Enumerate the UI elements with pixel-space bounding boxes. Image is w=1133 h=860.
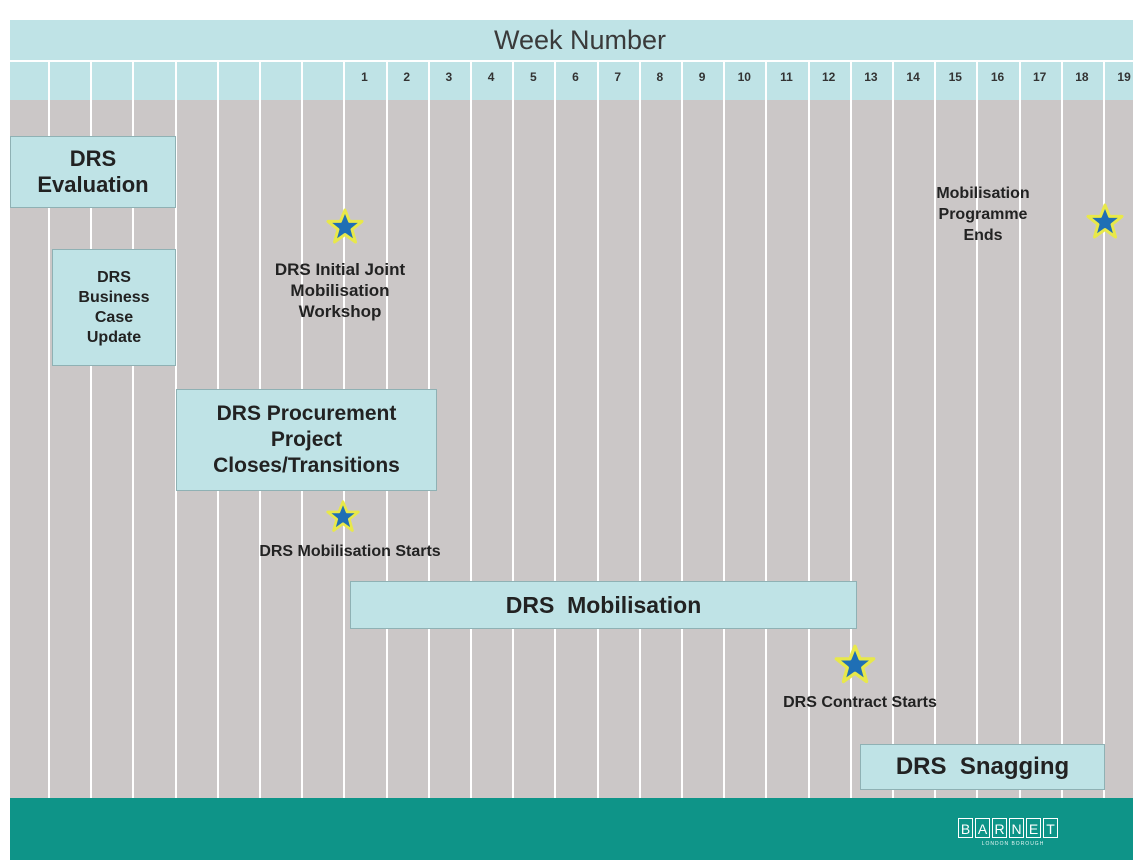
week-number-label: 18 xyxy=(1075,70,1089,84)
week-number-label: 15 xyxy=(948,70,962,84)
task-drs-procurement: DRS Procurement Project Closes/Transitio… xyxy=(176,389,437,491)
logo-letter: B xyxy=(958,818,973,838)
week-number-label: 8 xyxy=(656,70,664,84)
week-number-label: 2 xyxy=(403,70,411,84)
grid-line xyxy=(1103,62,1105,798)
week-number-label: 6 xyxy=(572,70,579,84)
task-drs-snagging: DRS Snagging xyxy=(860,744,1105,790)
task-drs-mobilisation: DRS Mobilisation xyxy=(350,581,857,629)
task-drs-evaluation: DRS Evaluation xyxy=(10,136,176,208)
star-icon xyxy=(834,644,876,684)
logo-letter: N xyxy=(1009,818,1024,838)
week-number-label: 13 xyxy=(864,70,878,84)
week-number-label: 9 xyxy=(698,70,706,84)
week-number-label: 1 xyxy=(361,70,368,84)
week-number-label: 16 xyxy=(990,70,1005,84)
logo-letter: E xyxy=(1026,818,1041,838)
header-title: Week Number xyxy=(493,25,667,55)
grid-line xyxy=(1060,62,1063,798)
grid-line xyxy=(512,62,515,798)
grid-line xyxy=(849,62,852,798)
week-number-label: 7 xyxy=(614,70,622,84)
grid-line xyxy=(174,62,177,798)
grid-line xyxy=(765,62,768,798)
week-number-label: 10 xyxy=(737,70,751,84)
milestone-label-mobilisation-starts: DRS Mobilisation Starts xyxy=(259,543,441,560)
week-numbers-row xyxy=(10,62,1133,100)
barnet-logo: B A R N E T xyxy=(958,818,1058,838)
logo-letter: A xyxy=(975,818,990,838)
week-number-label: 19 xyxy=(1117,70,1131,84)
grid-line xyxy=(681,62,683,798)
week-number-label: 17 xyxy=(1033,70,1047,84)
footer-bar xyxy=(10,798,1133,860)
grid-line xyxy=(596,62,599,798)
star-icon xyxy=(1086,203,1124,239)
week-number-label: 5 xyxy=(529,70,537,84)
grid-line xyxy=(723,62,726,798)
week-number-label: 14 xyxy=(906,70,920,84)
grid-line xyxy=(638,62,641,798)
star-icon xyxy=(326,500,360,532)
task-drs-business-case-update: DRS Business Case Update xyxy=(52,249,176,366)
grid-line xyxy=(807,62,810,798)
grid-line xyxy=(554,62,557,798)
week-number-label: 11 xyxy=(780,70,793,84)
logo-letter: R xyxy=(992,818,1007,838)
grid-line xyxy=(1018,62,1021,798)
logo-subtitle: LONDON BOROUGH xyxy=(981,841,1045,847)
milestone-label-programme-ends: Mobilisation Programme Ends xyxy=(936,185,1030,244)
grid-line xyxy=(934,62,937,798)
grid-line xyxy=(132,62,135,798)
star-icon xyxy=(326,208,364,244)
grid-line xyxy=(90,62,93,798)
header-row xyxy=(10,20,1133,60)
grid-line xyxy=(892,62,894,798)
week-number-label: 12 xyxy=(822,70,836,84)
grid-line xyxy=(470,62,472,798)
week-number-label: 4 xyxy=(487,70,495,84)
grid-line xyxy=(976,62,979,798)
grid-line xyxy=(48,62,50,798)
logo-letter: T xyxy=(1043,818,1058,838)
milestone-label-contract-starts: DRS Contract Starts xyxy=(783,694,937,711)
milestone-label-workshop: DRS Initial Joint Mobilisation Workshop xyxy=(274,260,406,321)
week-number-label: 3 xyxy=(445,70,453,84)
